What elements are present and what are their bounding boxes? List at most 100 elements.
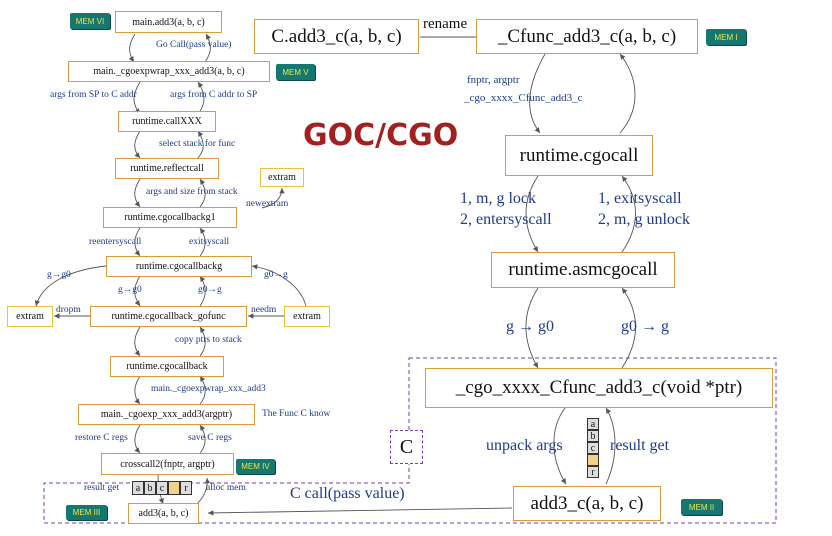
left-cell-c: c xyxy=(156,481,168,495)
label-go-call: Go Call(pass value) xyxy=(156,40,232,50)
arrow-r-up-2 xyxy=(621,175,636,253)
arrow-up-6 xyxy=(199,275,206,307)
arrow-down-7 xyxy=(134,326,141,357)
label-rename: rename xyxy=(423,16,468,32)
arrow-g-g0-left xyxy=(34,265,107,307)
label-select-stack: select stack for func xyxy=(159,139,236,149)
extram-right-box: extram xyxy=(284,306,330,327)
label-args-size: args and size from stack xyxy=(146,187,238,197)
label-lock-2: 2, entersyscall xyxy=(460,211,552,228)
arrow-g0-g-right xyxy=(251,264,307,307)
label-g-g0: g → g0 xyxy=(506,318,554,335)
mem-i-tag: MEM I xyxy=(706,29,746,45)
arrow-r-down-4 xyxy=(553,407,567,485)
extram-top-box: extram xyxy=(260,168,304,187)
arrow-down-8 xyxy=(134,375,141,405)
arrow-r-down-3 xyxy=(525,287,539,369)
arrow-down-9 xyxy=(134,424,141,454)
crosscall2-box: crosscall2(fnptr, argptr) xyxy=(101,453,234,475)
arrow-up-3 xyxy=(197,130,204,159)
mem-v-tag: MEM V xyxy=(276,64,315,80)
add3-c-right-box: add3_c(a, b, c) xyxy=(513,486,661,521)
label-copy-ptrs: copy ptrs to stack xyxy=(175,335,242,345)
arrow-up-4 xyxy=(199,178,206,208)
right-cell-pad xyxy=(587,454,599,466)
label-g0-g-right: g0→g xyxy=(264,270,288,280)
main-add3-box: main.add3(a, b, c) xyxy=(115,11,222,33)
label-g0-g-mid: g0→g xyxy=(198,285,222,295)
label-unlock-2: 2, m, g unlock xyxy=(598,211,690,228)
asmcgocall-box: runtime.asmcgocall xyxy=(491,252,675,288)
cgocallbackg1-box: runtime.cgocallbackg1 xyxy=(103,207,237,228)
right-cell-c: c xyxy=(587,442,599,454)
label-unlock-1: 1, exitsyscall xyxy=(598,190,682,207)
mem-vi-tag: MEM VI xyxy=(70,13,110,29)
arrow-up-9 xyxy=(199,424,206,454)
right-cell-r: r xyxy=(587,466,599,478)
label-exitsyscall: exitsyscall xyxy=(189,237,230,247)
label-needm: needm xyxy=(251,305,277,315)
label-c-call: C call(pass value) xyxy=(290,485,405,502)
arrow-c-call xyxy=(207,507,513,516)
arrow-up-1 xyxy=(204,33,211,63)
label-newextram: newextram xyxy=(246,199,289,209)
left-cell-pad xyxy=(168,481,180,495)
cgoexp-box: main._cgoexp_xxx_add3(argptr) xyxy=(78,404,255,425)
arrow-r-down-1 xyxy=(529,53,546,134)
extram-left-box: extram xyxy=(7,306,53,327)
c-region-boundary xyxy=(43,357,777,524)
label-unpack-args: unpack args xyxy=(486,437,563,454)
cgo-cfunc-box: _cgo_xxxx_Cfunc_add3_c(void *ptr) xyxy=(425,368,773,408)
label-dropm: dropm xyxy=(56,305,81,315)
arrow-down-5 xyxy=(134,227,141,257)
arrow-down-1 xyxy=(128,33,136,63)
arrow-down-4 xyxy=(134,178,141,208)
label-fnptr-argptr: fnptr, argptr xyxy=(467,74,520,86)
right-cell-a: a xyxy=(587,418,599,430)
mem-iv-tag: MEM IV xyxy=(236,459,275,474)
cgocallbackg-box: runtime.cgocallbackg xyxy=(106,256,252,277)
arrow-down-6 xyxy=(134,275,141,307)
label-g-g0-left: g→g0 xyxy=(47,270,71,280)
cfunc-add3-box: _Cfunc_add3_c(a, b, c) xyxy=(476,19,698,54)
label-func-c-know: The Func C know xyxy=(262,409,331,419)
label-args-c-to-sp: args from C addr to SP xyxy=(170,90,258,100)
arrow-r-down-2 xyxy=(525,175,539,253)
cgoexpwrap-box: main._cgoexpwrap_xxx_add3(a, b, c) xyxy=(68,61,270,82)
label-save-regs: save C regs xyxy=(188,433,232,443)
label-result-get-left: result get xyxy=(84,483,120,493)
add3-c-box: add3(a, b, c) xyxy=(128,503,199,524)
arrow-up-5 xyxy=(199,227,206,257)
c-marker-box: C xyxy=(390,430,423,464)
right-cell-b: b xyxy=(587,430,599,442)
label-lock-1: 1, m, g lock xyxy=(460,190,536,207)
label-cgo-cfunc-small: _cgo_xxxx_Cfunc_add3_c xyxy=(464,92,583,104)
label-alloc-mem: alloc mem xyxy=(206,483,246,493)
cgocallback-box: runtime.cgocallback xyxy=(110,356,224,377)
mem-ii-tag: MEM II xyxy=(681,499,722,515)
arrow-up-7 xyxy=(199,326,206,357)
arrow-r-up-3 xyxy=(621,287,636,369)
left-cell-a: a xyxy=(132,481,144,495)
label-cgoexpwrap-small: main._cgoexpwrap_xxx_add3 xyxy=(151,384,266,394)
cgocall-box: runtime.cgocall xyxy=(505,135,653,176)
arrow-result-up xyxy=(195,477,211,506)
label-g-g0-mid: g→g0 xyxy=(118,285,142,295)
diagram-title: GOC/CGO xyxy=(303,118,459,153)
reflectcall-box: runtime.reflectcall xyxy=(115,158,219,179)
label-reentersyscall: reentersyscall xyxy=(89,237,142,247)
arrow-r-up-4 xyxy=(605,407,616,485)
left-cell-b: b xyxy=(144,481,156,495)
arrow-to-extram-top xyxy=(261,187,285,209)
arrow-up-8 xyxy=(199,375,206,405)
callxxx-box: runtime.callXXX xyxy=(118,111,216,132)
label-g0-g: g0 → g xyxy=(621,318,669,335)
label-restore-regs: restore C regs xyxy=(75,433,128,443)
c-add3-box: C.add3_c(a, b, c) xyxy=(254,19,419,54)
mem-iii-tag: MEM III xyxy=(66,505,107,520)
left-cell-r: r xyxy=(180,481,192,495)
cgocallback-gofunc-box: runtime.cgocallback_gofunc xyxy=(90,306,247,327)
label-result-get-right: result get xyxy=(610,437,670,454)
